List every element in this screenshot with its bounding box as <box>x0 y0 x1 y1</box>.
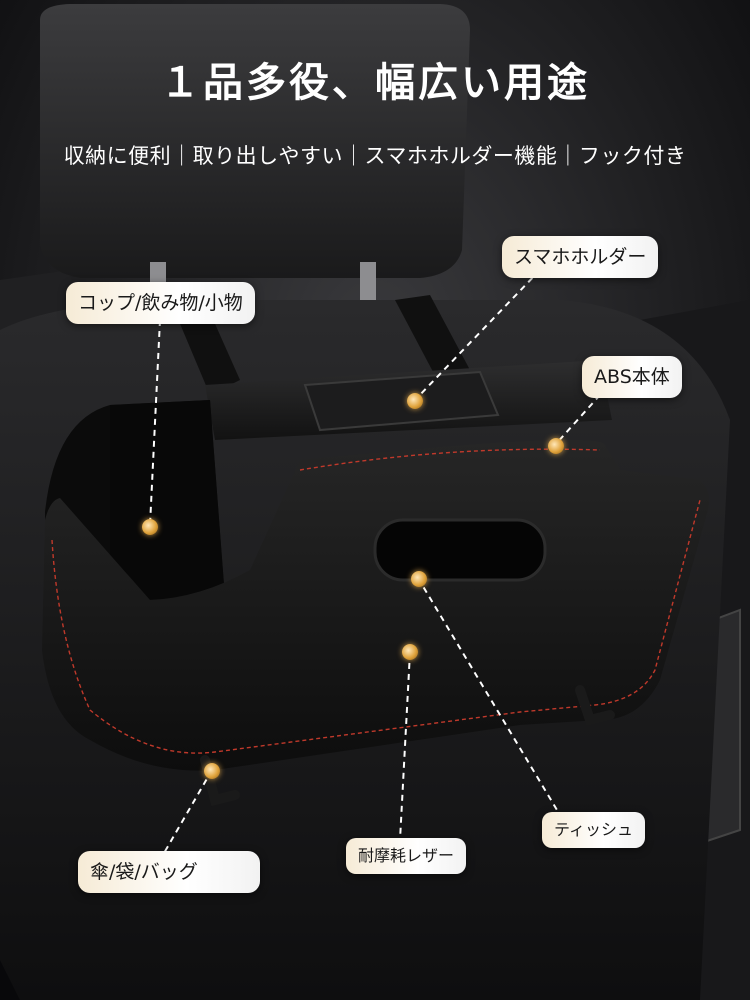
feature-subline: 収納に便利｜取り出しやすい｜スマホホルダー機能｜フック付き <box>63 144 687 168</box>
callout-abs-body: ABS本体 <box>582 356 682 398</box>
pointer-lines <box>149 269 601 861</box>
marker-dot-abs <box>548 438 564 454</box>
callout-cup: コップ/飲み物/小物 <box>66 282 255 324</box>
callout-leather: 耐摩耗レザー <box>346 838 467 874</box>
marker-dot-phone <box>407 393 423 409</box>
tissue-opening <box>373 518 547 582</box>
red-stitching <box>51 499 701 754</box>
callout-umbrella: 傘/袋/バッグ <box>78 851 260 893</box>
hanging-strap-right <box>395 295 470 385</box>
marker-dot-tissue <box>411 571 427 587</box>
phone-holder-slot <box>303 370 500 432</box>
marker-dot-cup <box>142 519 158 535</box>
headrest <box>40 4 470 278</box>
hook-right <box>575 685 615 726</box>
headline: １品多役、幅広い用途 <box>160 60 590 106</box>
marker-dot-hook <box>204 763 220 779</box>
marker-dot-leather <box>402 644 418 660</box>
callout-phone-holder: スマホホルダー <box>502 236 659 278</box>
callout-tissue: ティッシュ <box>542 812 646 848</box>
organizer-box <box>42 440 709 771</box>
